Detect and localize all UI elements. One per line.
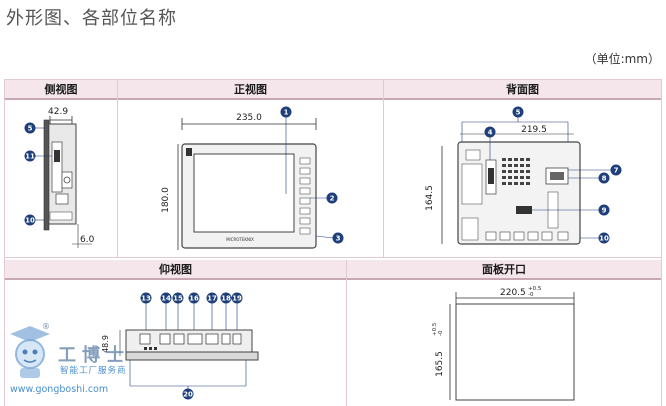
watermark-subtitle: 智能工厂服务商	[60, 366, 127, 376]
back-height-label: 164.5	[425, 185, 435, 211]
cutout-width-tol-top: +0.5	[528, 286, 542, 292]
side-offset-label: 6.0	[80, 235, 95, 245]
svg-text:15: 15	[173, 295, 183, 303]
badge-10-side: 10	[24, 214, 36, 226]
section-header-side: 侧视图	[5, 80, 117, 100]
top-border	[4, 79, 662, 80]
svg-text:14: 14	[161, 295, 171, 303]
back-width-label: 219.5	[521, 125, 547, 135]
section-header-cutout: 面板开口	[347, 260, 661, 280]
front-brand-text: MICROTEKNIX	[226, 237, 254, 242]
watermark-logo	[10, 326, 50, 378]
bottom-height-label: 48.9	[101, 335, 110, 353]
svg-text:1: 1	[284, 109, 289, 117]
svg-text:17: 17	[207, 295, 217, 303]
page-title: 外形图、各部位名称	[6, 8, 177, 29]
badge-7: 7	[610, 164, 622, 176]
svg-text:20: 20	[183, 391, 193, 399]
svg-text:18: 18	[221, 295, 231, 303]
cutout-height-tol-top: +0.5	[432, 322, 438, 336]
cutout-diagram: 220.5 +0.5 -0 165.5 +0.5 -0	[432, 286, 575, 401]
section-header-front: 正视图	[118, 80, 383, 100]
cutout-height-tol-bot: -0	[438, 330, 444, 336]
badge-11: 11	[24, 150, 36, 162]
svg-text:5: 5	[28, 125, 33, 133]
svg-text:11: 11	[25, 153, 35, 161]
badge-17: 17	[206, 292, 218, 304]
back-view-diagram: 5 219.5 164.5 4 7 8 9 10	[425, 106, 622, 245]
badge-9: 9	[598, 204, 610, 216]
svg-text:19: 19	[232, 295, 242, 303]
badge-4: 4	[484, 126, 496, 138]
svg-text:5: 5	[516, 109, 521, 117]
section-header-bottom: 仰视图	[5, 260, 346, 280]
badge-8: 8	[598, 172, 610, 184]
watermark-url: www.gongboshi.com	[10, 384, 109, 395]
svg-text:3: 3	[336, 235, 341, 243]
side-view-diagram: 42.9 6.0 5 11 10	[24, 107, 95, 248]
divider-1	[117, 79, 118, 257]
badge-14: 14	[160, 292, 172, 304]
badge-13: 13	[140, 292, 152, 304]
badge-20: 20	[182, 388, 194, 400]
svg-text:13: 13	[141, 295, 151, 303]
unit-label: （单位:mm）	[584, 52, 660, 66]
badge-15: 15	[172, 292, 184, 304]
svg-text:9: 9	[602, 207, 607, 215]
badge-18: 18	[220, 292, 232, 304]
row-separator	[4, 257, 662, 258]
badge-16: 16	[188, 292, 200, 304]
badge-10-back: 10	[598, 232, 610, 244]
svg-text:4: 4	[488, 129, 493, 137]
divider-3	[346, 260, 347, 406]
divider-2	[383, 79, 384, 257]
bottom-view-diagram: 13 14 15 16 17 18 19 48.9 20	[101, 292, 259, 400]
section-header-back: 背面图	[384, 80, 661, 100]
side-depth-label: 42.9	[48, 107, 68, 117]
badge-1: 1	[280, 106, 292, 118]
svg-text:16: 16	[189, 295, 199, 303]
front-function-keys	[299, 157, 311, 235]
cutout-height-label: 165.5	[435, 351, 445, 377]
badge-5-back: 5	[512, 106, 524, 118]
left-border	[4, 79, 5, 406]
svg-text:7: 7	[614, 167, 619, 175]
badge-2: 2	[326, 192, 338, 204]
cutout-width-tol-bot: -0	[528, 292, 534, 298]
watermark-name: 工博士	[58, 345, 130, 366]
svg-text:8: 8	[602, 175, 607, 183]
front-view-diagram: 235.0 180.0 MICROTEKNIX 1 2 3	[161, 106, 344, 250]
svg-text:10: 10	[599, 235, 609, 243]
svg-text:10: 10	[25, 217, 35, 225]
badge-5-side: 5	[24, 122, 36, 134]
badge-3: 3	[332, 232, 344, 244]
watermark-registered: ®	[42, 322, 50, 331]
front-height-label: 180.0	[161, 187, 171, 213]
right-border	[661, 79, 662, 406]
front-width-label: 235.0	[236, 113, 262, 123]
cutout-width-label: 220.5	[500, 288, 526, 298]
svg-text:2: 2	[330, 195, 335, 203]
badge-19: 19	[231, 292, 243, 304]
